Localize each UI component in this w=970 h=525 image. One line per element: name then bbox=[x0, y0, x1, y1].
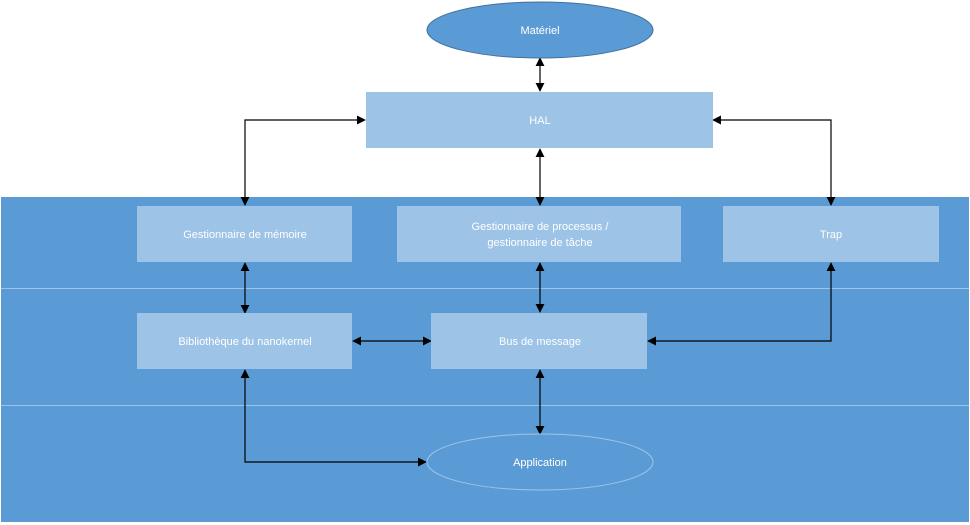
hal-label: HAL bbox=[529, 115, 550, 127]
trap-label: Trap bbox=[820, 229, 842, 241]
node-hal: HAL bbox=[366, 92, 713, 148]
bibliotheque-label: Bibliothèque du nanokernel bbox=[178, 336, 311, 348]
arrow-hal-trap bbox=[712, 115, 836, 206]
node-gestionnaire-processus: Gestionnaire de processus / gestionnaire… bbox=[397, 206, 681, 262]
node-gestionnaire-memoire: Gestionnaire de mémoire bbox=[137, 206, 352, 262]
node-bus-de-message: Bus de message bbox=[431, 313, 647, 369]
arrow-bibliotheque-application bbox=[240, 369, 427, 467]
arrow-hal-memoire bbox=[240, 115, 366, 206]
node-trap: Trap bbox=[723, 206, 939, 262]
bus-label: Bus de message bbox=[499, 336, 581, 348]
memoire-label: Gestionnaire de mémoire bbox=[183, 229, 307, 241]
node-application: Application bbox=[426, 433, 654, 491]
node-bibliotheque: Bibliothèque du nanokernel bbox=[137, 313, 352, 369]
processus-label-line2: gestionnaire de tâche bbox=[487, 237, 592, 249]
arrow-trap-bus bbox=[647, 262, 836, 346]
node-materiel: Matériel bbox=[426, 1, 654, 59]
connectors bbox=[240, 57, 836, 467]
processus-label-line1: Gestionnaire de processus / bbox=[472, 221, 610, 233]
materiel-label: Matériel bbox=[520, 25, 559, 37]
application-label: Application bbox=[513, 457, 567, 469]
